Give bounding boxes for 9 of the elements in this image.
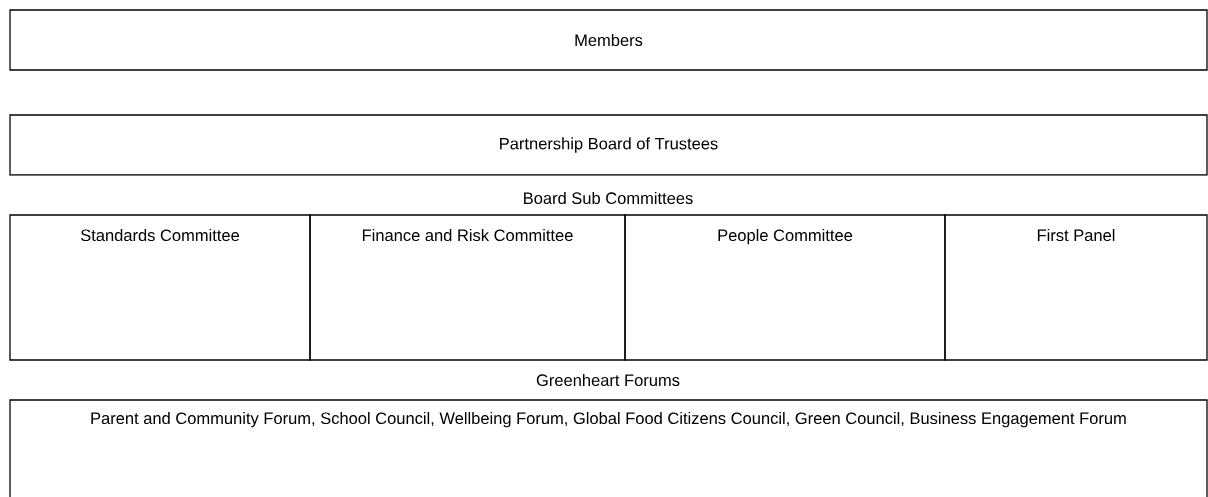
committee-box: Finance and Risk Committee: [309, 214, 626, 361]
panel-box: Members: [9, 9, 1208, 71]
committee-box: First Panel: [944, 214, 1208, 361]
section-heading: Greenheart Forums: [536, 373, 680, 387]
committee-box: Standards Committee: [9, 214, 311, 361]
section-heading: Board Sub Committees: [524, 191, 693, 205]
panel-box: Partnership Board of Trustees: [9, 114, 1208, 176]
committee-box: People Committee: [624, 214, 946, 361]
forum-box: Parent and Community Forum, School Council, Wellbeing Forum, Global Food Citizens Council, Green Council, Business Engagement Forum: [9, 399, 1208, 497]
